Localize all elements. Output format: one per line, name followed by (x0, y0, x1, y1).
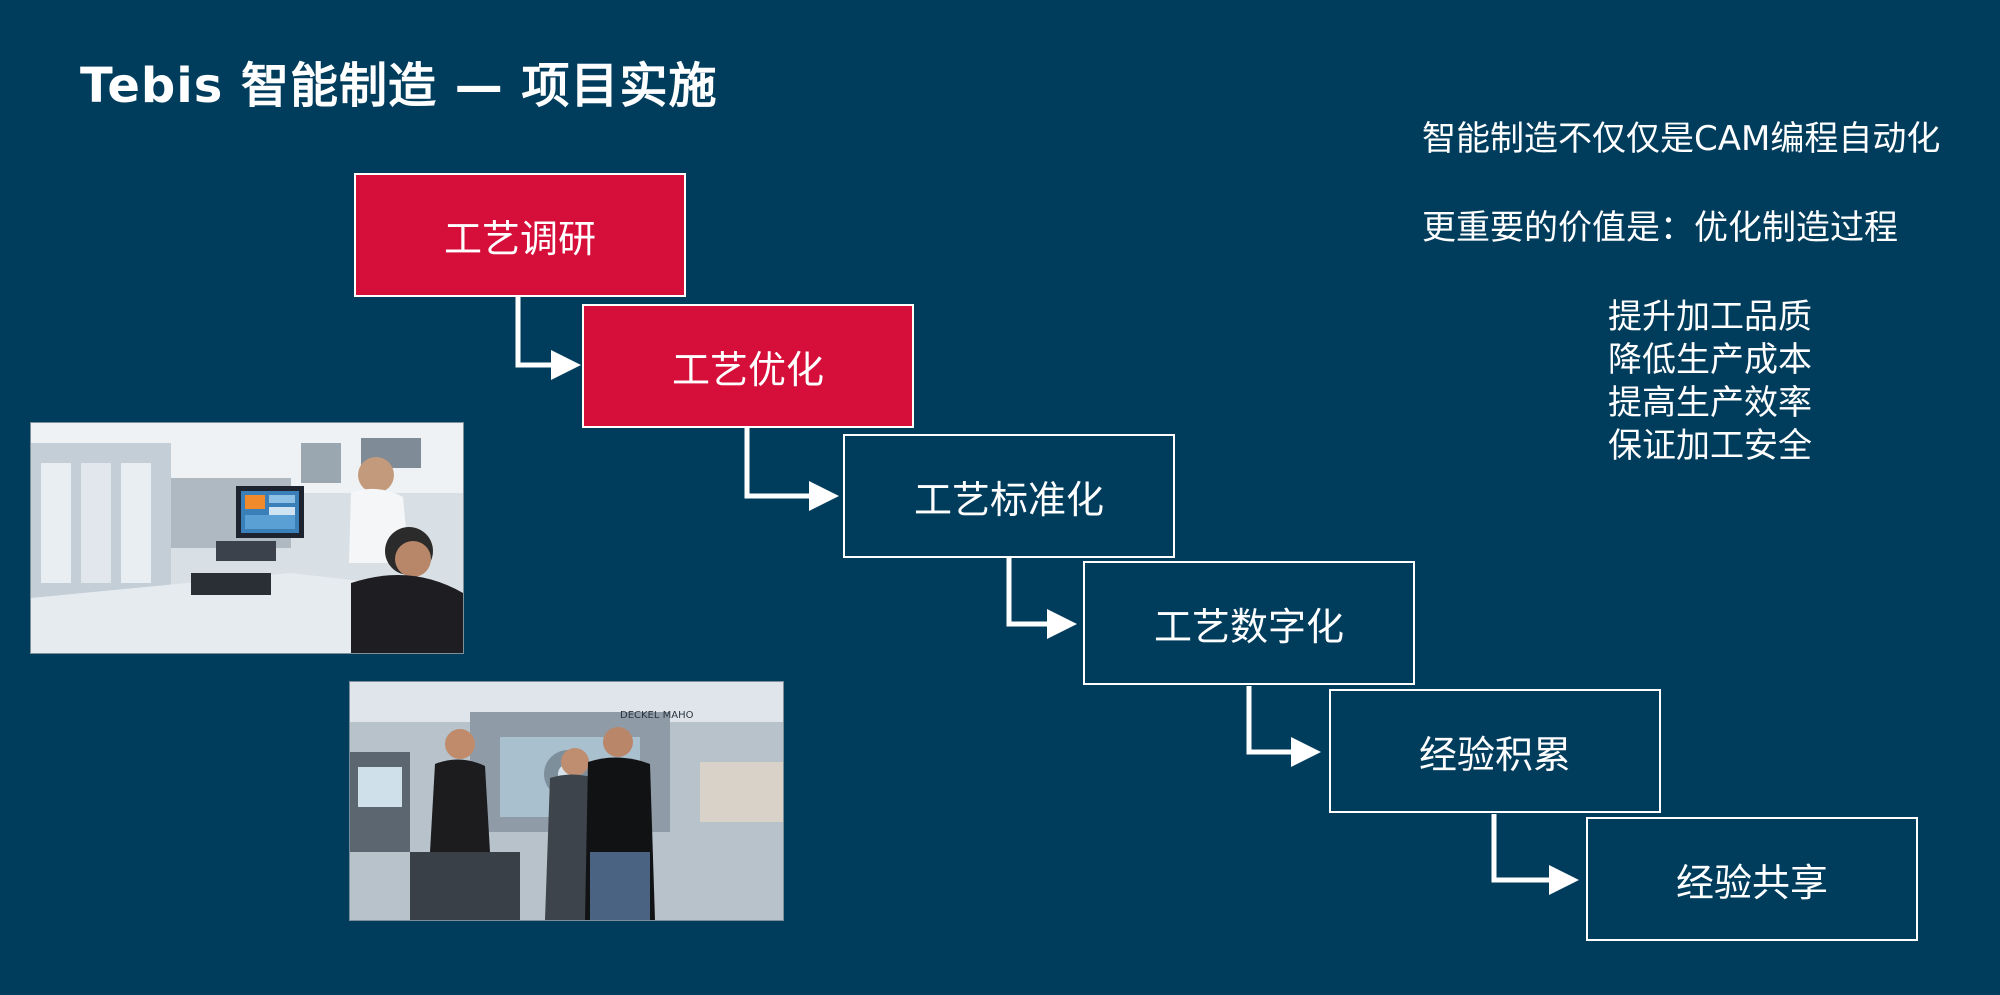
benefits-list: 提升加工品质 降低生产成本 提高生产效率 保证加工安全 (1608, 296, 1812, 468)
step-label: 工艺数字化 (1153, 604, 1344, 649)
step-label: 工艺标准化 (913, 477, 1104, 522)
step-process-standardization: 工艺标准化 (843, 434, 1175, 558)
benefit-item: 提升加工品质 (1608, 297, 1812, 337)
connector-arrow (744, 428, 839, 511)
step-process-research: 工艺调研 (354, 173, 686, 297)
machine-operators-photo: DECKEL MAHO (349, 681, 784, 921)
step-label: 工艺优化 (671, 347, 824, 392)
step-label: 工艺调研 (443, 216, 596, 261)
benefit-item: 提高生产效率 (1608, 383, 1812, 423)
step-label: 经验共享 (1675, 860, 1828, 905)
slide-title: Tebis 智能制造 — 项目实施 (80, 58, 718, 114)
connector-arrow (1246, 686, 1321, 767)
benefit-item: 保证加工安全 (1608, 426, 1812, 466)
connector-arrow (1006, 558, 1077, 639)
step-process-digitization: 工艺数字化 (1083, 561, 1415, 685)
step-experience-accumulation: 经验积累 (1329, 689, 1661, 813)
benefit-item: 降低生产成本 (1608, 340, 1812, 380)
step-process-optimization: 工艺优化 (582, 304, 914, 428)
connector-arrow (515, 297, 581, 380)
machine-brand-sign: DECKEL MAHO (620, 710, 694, 721)
statement-cam: 智能制造不仅仅是CAM编程自动化 (1422, 119, 1941, 159)
step-label: 经验积累 (1418, 732, 1571, 777)
connector-arrow (1491, 814, 1579, 895)
step-experience-sharing: 经验共享 (1586, 817, 1918, 941)
statement-value: 更重要的价值是：优化制造过程 (1422, 208, 1898, 248)
engineers-workstation-photo (30, 422, 464, 654)
